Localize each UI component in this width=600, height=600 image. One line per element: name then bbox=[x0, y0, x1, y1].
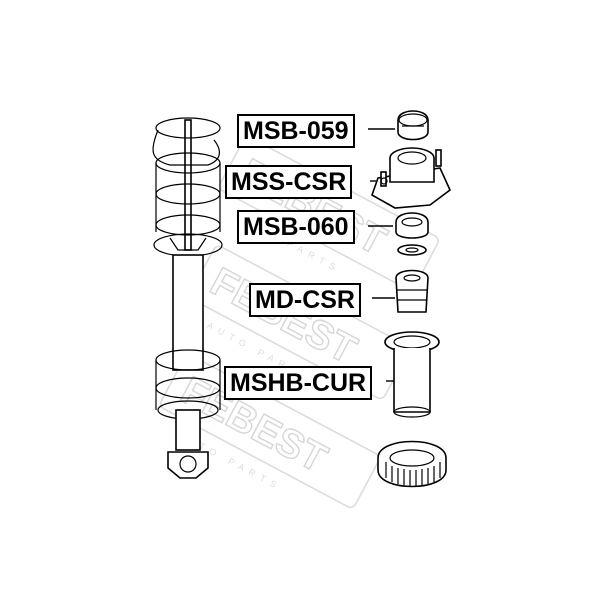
label-msscsr: MSS-CSR bbox=[225, 165, 353, 199]
label-mshbcur: MSHB-CUR bbox=[224, 366, 373, 400]
label-msb059: MSB-059 bbox=[237, 114, 355, 148]
piston-rod bbox=[184, 119, 192, 251]
bearing-drawing bbox=[377, 440, 447, 488]
label-mdcsr: MD-CSR bbox=[249, 283, 361, 317]
shock-absorber-assembly bbox=[152, 117, 223, 479]
part-mshbcur-drawing bbox=[384, 331, 440, 418]
damper-tube bbox=[172, 254, 204, 371]
coil-spring bbox=[152, 117, 223, 257]
lower-spring-coils bbox=[155, 349, 221, 420]
part-msb060-drawing bbox=[395, 212, 429, 256]
part-msscsr-drawing bbox=[371, 147, 451, 209]
label-msb060: MSB-060 bbox=[237, 210, 355, 244]
lower-mount-eye bbox=[167, 451, 209, 479]
part-msb059-drawing bbox=[397, 110, 429, 141]
damper-lower-body bbox=[175, 409, 201, 451]
part-mdcsr-drawing bbox=[395, 269, 429, 313]
